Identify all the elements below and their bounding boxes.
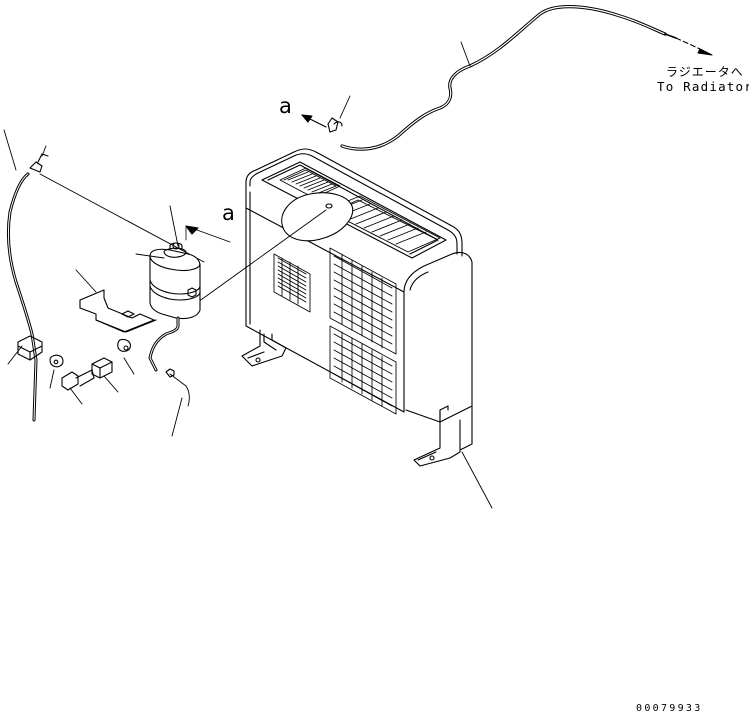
destination-label-en: To Radiator: [657, 79, 749, 94]
reference-mark-a-tank: a: [222, 201, 235, 225]
drawing-number: 00079933: [636, 703, 703, 714]
leader-line-tank: [197, 209, 327, 303]
reserve-tank: [135, 205, 231, 437]
side-grille-left: [273, 253, 311, 313]
radiator-hose: [340, 5, 713, 151]
leader-line-clamp: [39, 173, 205, 263]
left-cable: [3, 129, 49, 422]
side-grille-center: [329, 247, 397, 415]
destination-label-jp: ラジエータへ: [666, 65, 744, 79]
top-clip: [301, 95, 351, 133]
hardware: [49, 338, 135, 405]
radiator-guard: [241, 148, 493, 509]
tank-bracket: [75, 269, 157, 333]
reference-mark-a-top: a: [279, 94, 292, 118]
